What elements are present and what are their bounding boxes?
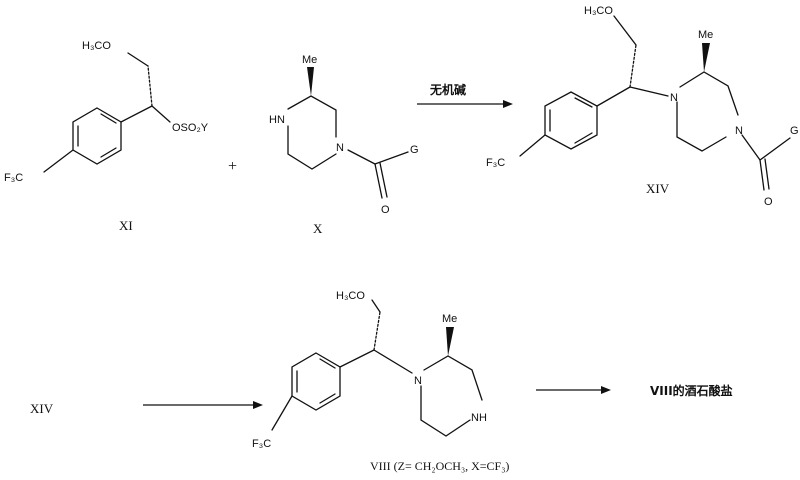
xi-sulfonate-label: OSO₂Y [172, 122, 209, 134]
x-o-label: O [381, 204, 390, 216]
xiv-bonds [519, 15, 791, 191]
xiv-cf3-label: F₃C [486, 157, 505, 169]
reaction-arrow-2 [143, 401, 263, 409]
xiv-methoxy-label: H₃CO [584, 5, 613, 17]
reagent-label: 无机碱 [429, 82, 466, 97]
compound-x: Me HN N G O X [269, 54, 419, 236]
xi-cf3-label: F₃C [4, 172, 23, 184]
compound-viii: H₃CO Me N NH F₃C VIII (Z= CH₂OCH₃, X=CF₃… [252, 290, 509, 473]
viii-nh-label: NH [471, 412, 487, 424]
plus-sign: + [228, 158, 237, 175]
final-product-label: VIII的酒石酸盐 [650, 383, 733, 398]
reaction-arrow-3 [536, 386, 611, 394]
row2-start-label: XIV [30, 401, 54, 416]
xi-compound-label: XI [119, 218, 133, 233]
xiv-n2-label: N [735, 125, 743, 137]
xiv-n1-label: N [670, 92, 678, 104]
xiv-compound-label: XIV [646, 181, 670, 196]
viii-compound-label: VIII (Z= CH₂OCH₃, X=CF₃) [370, 459, 509, 473]
xi-bonds [43, 52, 171, 173]
viii-n-label: N [414, 375, 422, 387]
compound-xiv: H₃CO Me N N G O F₃C XIV [486, 5, 799, 208]
x-compound-label: X [313, 221, 323, 236]
xiv-g-label: G [790, 125, 799, 137]
x-nh-label: HN [269, 114, 285, 126]
reaction-arrow-1: 无机碱 [417, 82, 513, 108]
viii-methoxy-label: H₃CO [336, 290, 365, 302]
xi-methoxy-label: H₃CO [82, 40, 111, 52]
x-methyl-label: Me [302, 54, 317, 66]
x-g-label: G [410, 144, 419, 156]
xiv-o-label: O [764, 196, 773, 208]
viii-methyl-label: Me [442, 313, 457, 325]
x-n-label: N [336, 142, 344, 154]
viii-bonds [271, 299, 483, 437]
x-bonds [287, 67, 409, 199]
compound-xi: H₃CO OSO₂Y F₃C XI [4, 40, 209, 233]
xiv-methyl-label: Me [698, 29, 713, 41]
viii-cf3-label: F₃C [252, 438, 271, 450]
